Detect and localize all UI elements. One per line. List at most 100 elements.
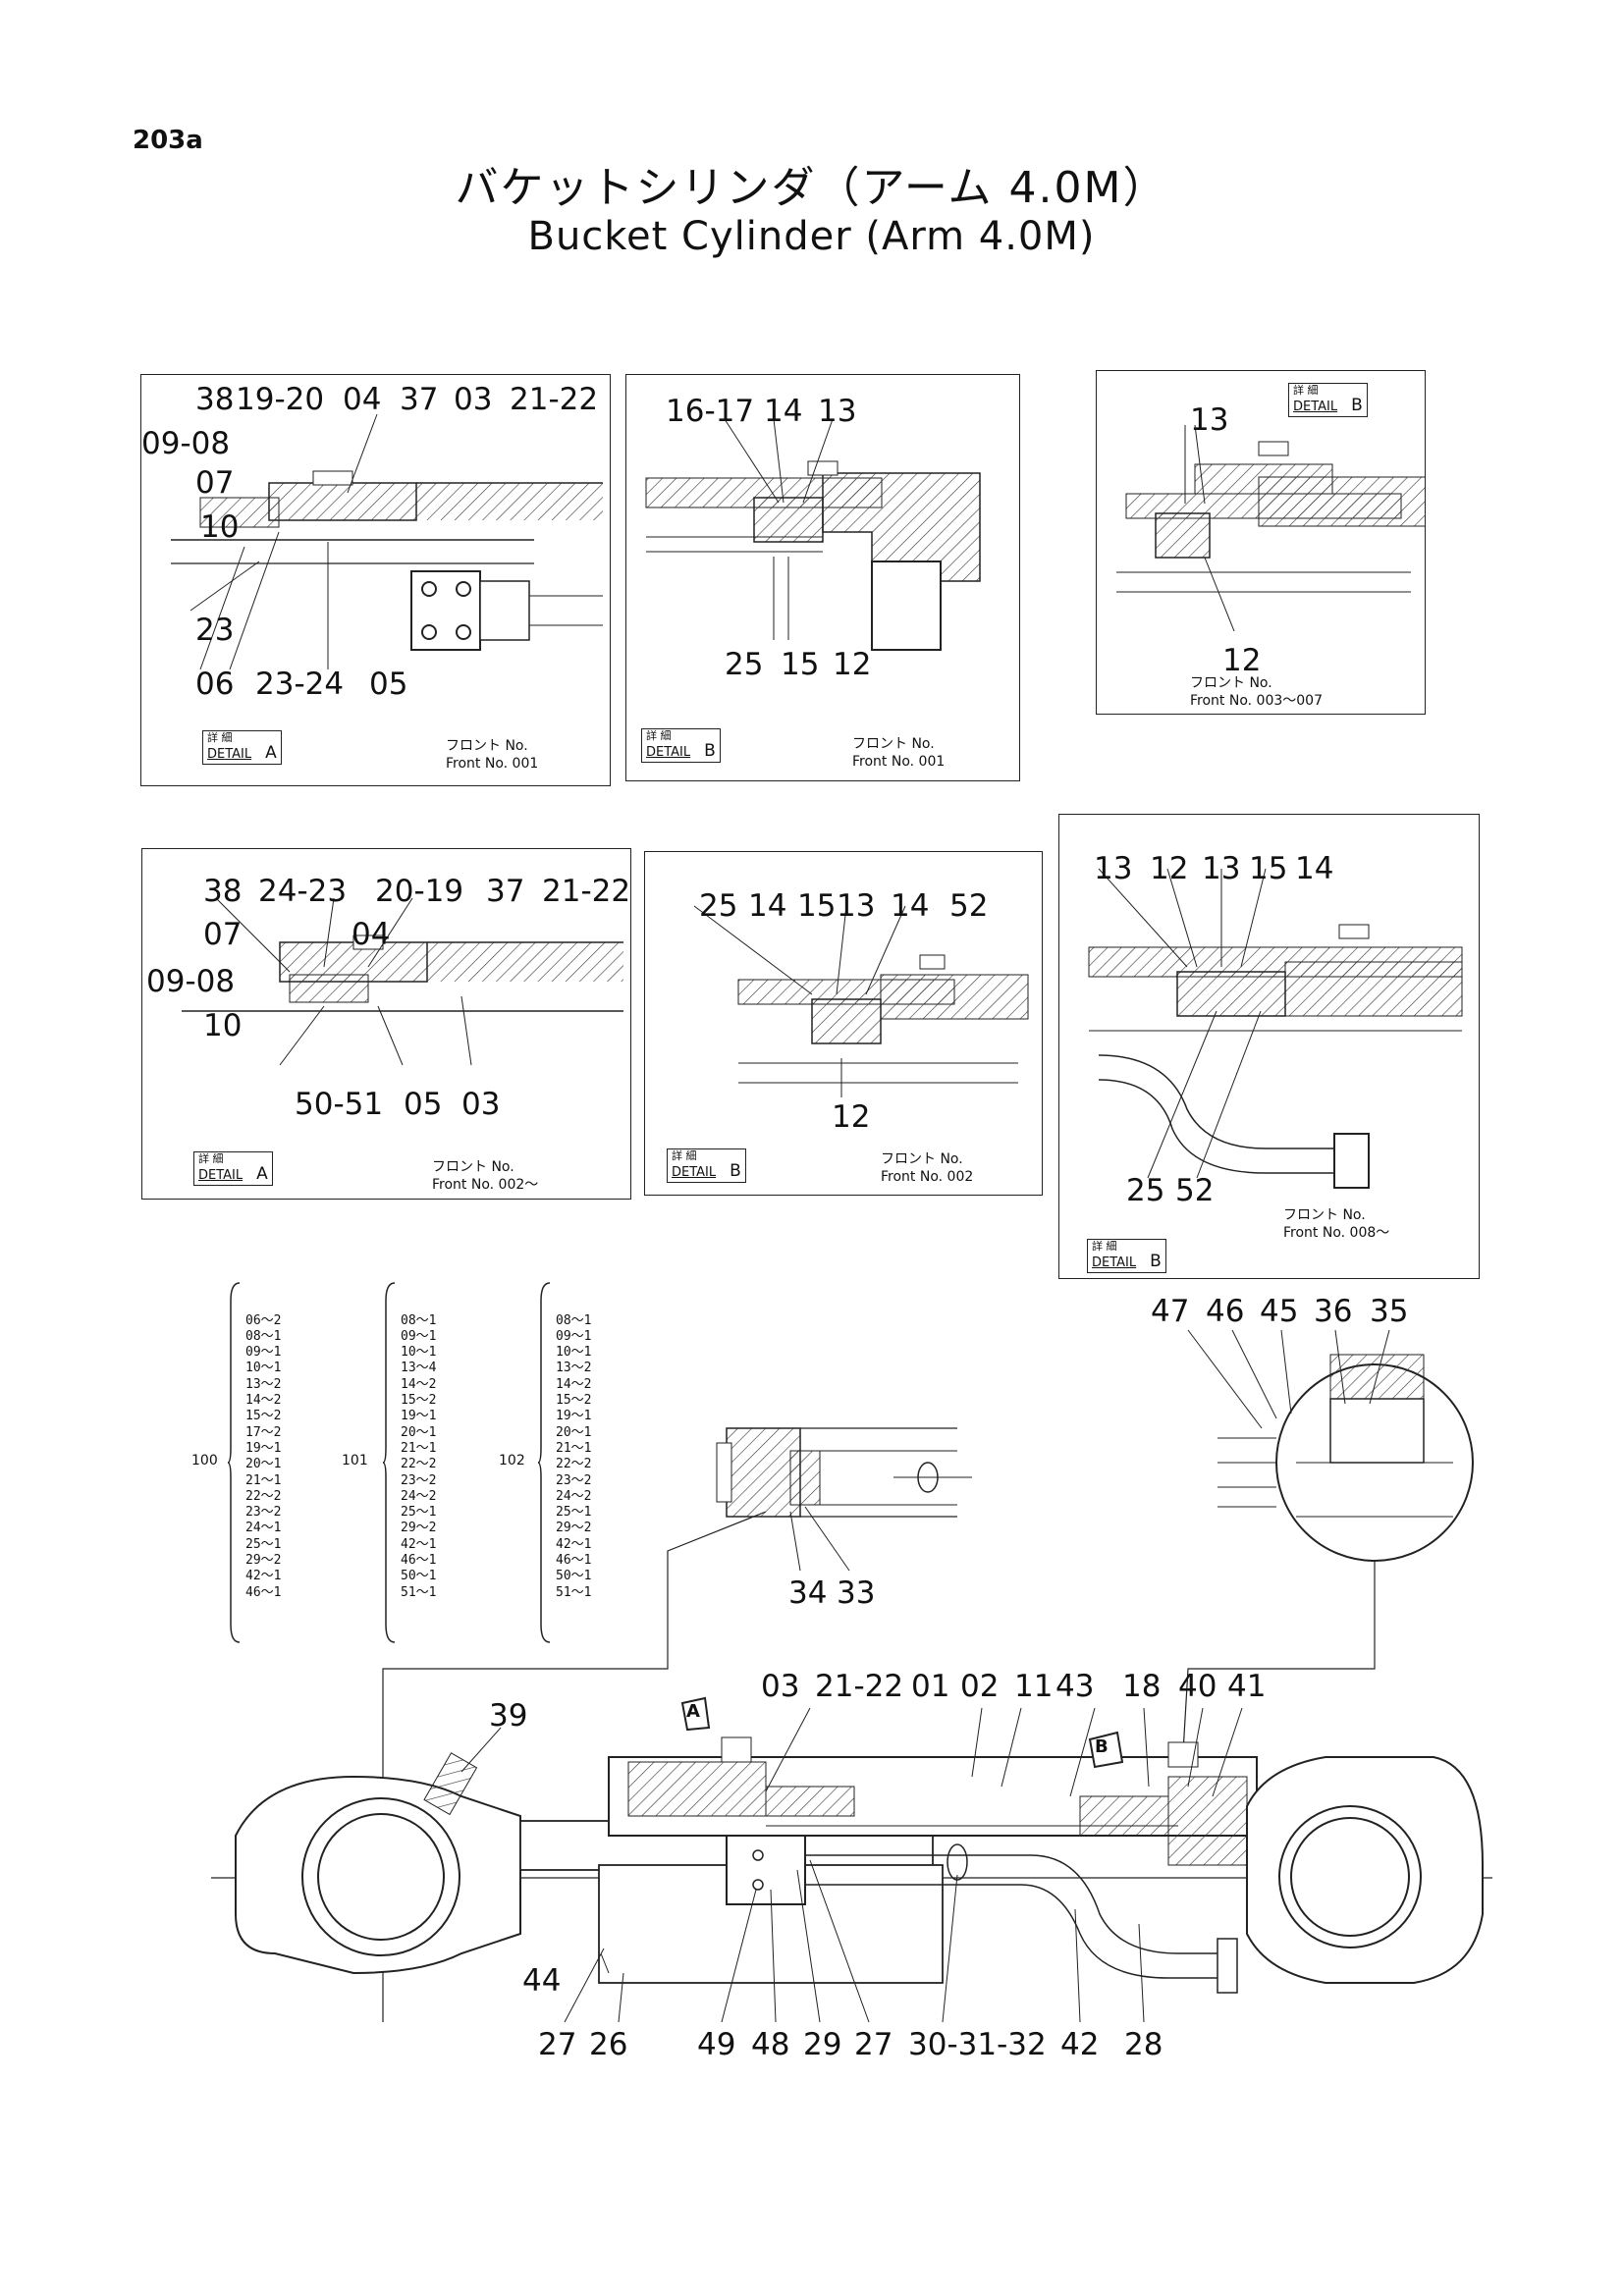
callout-12: 12 xyxy=(832,1099,871,1135)
cylinder-tube xyxy=(608,1736,1258,1866)
callout-13: 13 xyxy=(1094,851,1133,886)
title-english: Bucket Cylinder (Arm 4.0M) xyxy=(527,214,1096,259)
callout-21-22: 21-22 xyxy=(815,1669,904,1704)
callout-50-51: 50-51 xyxy=(295,1087,384,1122)
callout-21-22: 21-22 xyxy=(542,874,631,909)
callout-14: 14 xyxy=(764,394,803,429)
callout-04: 04 xyxy=(352,917,391,952)
callout-10: 10 xyxy=(203,1008,243,1043)
rod-end-detail xyxy=(716,1427,972,1518)
detail-a-001-drawing xyxy=(171,413,603,670)
callout-15: 15 xyxy=(797,888,837,924)
callout-49: 49 xyxy=(697,2027,736,2062)
detail-b-008-drawing xyxy=(1088,868,1463,1189)
callout-04: 04 xyxy=(343,382,382,417)
callout-27: 27 xyxy=(538,2027,577,2062)
kit-100-number: 100 xyxy=(191,1453,218,1468)
callout-43: 43 xyxy=(1055,1669,1095,1704)
callout-36: 36 xyxy=(1314,1294,1353,1329)
kit-102-brace xyxy=(538,1282,551,1643)
callout-05: 05 xyxy=(404,1087,443,1122)
callout-25: 25 xyxy=(699,888,738,924)
detail-b-front-008-panel: 13 12 13 15 14 25 52 フロント No. Front No. … xyxy=(1058,814,1480,1279)
callout-52: 52 xyxy=(1175,1173,1215,1208)
callout-13: 13 xyxy=(837,888,876,924)
callout-34: 34 xyxy=(788,1575,828,1611)
callout-33: 33 xyxy=(837,1575,876,1611)
callout-03: 03 xyxy=(454,382,493,417)
callout-05: 05 xyxy=(369,667,408,702)
front-number: フロント No. Front No. 001 xyxy=(852,736,946,770)
callout-09-08: 09-08 xyxy=(141,426,231,461)
callout-16-17: 16-17 xyxy=(666,394,755,429)
detail-a-front-002-panel: 38 24-23 20-19 37 21-22 07 04 09-08 10 5… xyxy=(141,848,631,1200)
callout-23-24: 23-24 xyxy=(255,667,345,702)
callout-02: 02 xyxy=(960,1669,1000,1704)
callout-23: 23 xyxy=(195,613,235,648)
callout-38: 38 xyxy=(195,382,235,417)
callout-41: 41 xyxy=(1227,1669,1267,1704)
callout-14: 14 xyxy=(748,888,787,924)
callout-11: 11 xyxy=(1014,1669,1054,1704)
callout-09-08: 09-08 xyxy=(146,964,236,999)
callout-29: 29 xyxy=(803,2027,842,2062)
callout-01: 01 xyxy=(911,1669,950,1704)
head-end-circle-detail xyxy=(1187,1329,1474,1562)
callout-42: 42 xyxy=(1060,2027,1100,2062)
callout-18: 18 xyxy=(1122,1669,1162,1704)
callout-14: 14 xyxy=(891,888,930,924)
callout-15: 15 xyxy=(781,647,820,682)
callout-12: 12 xyxy=(833,647,872,682)
detail-b-003-drawing xyxy=(1116,424,1425,632)
callout-45: 45 xyxy=(1260,1294,1299,1329)
kit-102-number: 102 xyxy=(499,1453,525,1468)
callout-10: 10 xyxy=(200,509,240,545)
front-number: フロント No. Front No. 002 xyxy=(881,1151,974,1185)
callout-12: 12 xyxy=(1150,851,1189,886)
callout-12: 12 xyxy=(1222,643,1262,678)
callout-b-marker: B xyxy=(1095,1736,1109,1757)
head-eye xyxy=(1246,1756,1484,1984)
callout-38: 38 xyxy=(203,874,243,909)
callout-13: 13 xyxy=(1190,402,1229,438)
page-number: 203a xyxy=(133,126,203,155)
callout-07: 07 xyxy=(195,465,235,501)
detail-b-002-drawing xyxy=(693,905,1029,1097)
callout-25: 25 xyxy=(725,647,764,682)
callout-13: 13 xyxy=(818,394,857,429)
callout-37: 37 xyxy=(400,382,439,417)
callout-30-31-32: 30-31-32 xyxy=(908,2027,1047,2062)
callout-47: 47 xyxy=(1151,1294,1190,1329)
callout-48: 48 xyxy=(751,2027,790,2062)
callout-03: 03 xyxy=(461,1087,501,1122)
kit-100-brace xyxy=(228,1282,241,1643)
callout-21-22: 21-22 xyxy=(510,382,599,417)
callout-24-23: 24-23 xyxy=(258,874,348,909)
rod-eye xyxy=(235,1752,521,1975)
callout-a-marker: A xyxy=(686,1701,700,1722)
callout-40: 40 xyxy=(1178,1669,1217,1704)
callout-14: 14 xyxy=(1295,851,1334,886)
callout-19-20: 19-20 xyxy=(236,382,325,417)
callout-46: 46 xyxy=(1206,1294,1245,1329)
callout-15: 15 xyxy=(1249,851,1288,886)
callout-20-19: 20-19 xyxy=(375,874,464,909)
kit-101-number: 101 xyxy=(342,1453,368,1468)
callout-25: 25 xyxy=(1126,1173,1165,1208)
callout-13: 13 xyxy=(1202,851,1241,886)
kit-101-brace xyxy=(383,1282,396,1643)
callout-28: 28 xyxy=(1124,2027,1163,2062)
callout-52: 52 xyxy=(949,888,989,924)
front-number: フロント No. Front No. 001 xyxy=(446,738,539,772)
callout-26: 26 xyxy=(589,2027,628,2062)
detail-a-front-001-panel: 38 19-20 04 37 03 21-22 09-08 07 10 23 0… xyxy=(140,374,611,786)
